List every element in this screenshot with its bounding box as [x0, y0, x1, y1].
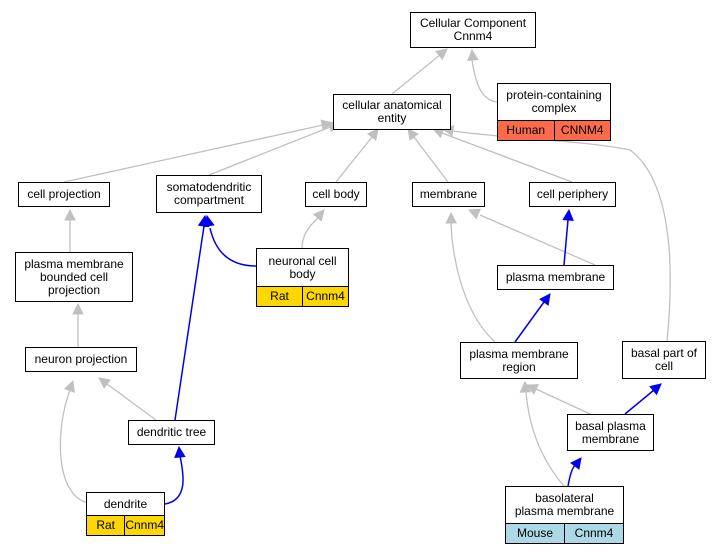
edge-line — [450, 222, 496, 343]
node-label: neuronal cell body — [268, 253, 337, 281]
edge-line — [479, 214, 596, 266]
edge-arrowhead — [519, 380, 532, 393]
node-cell-body[interactable]: cell body — [305, 182, 367, 207]
edge-line — [391, 53, 442, 95]
annotation-row: Mouse Cnnm4 — [506, 523, 623, 543]
node-basal-part-of-cell[interactable]: basal part of cell — [622, 341, 706, 379]
edge-line — [471, 59, 498, 103]
annotation-row: Human CNNM4 — [498, 120, 610, 140]
node-label: Cellular Component Cnnm4 — [419, 16, 527, 43]
node-dendrite[interactable]: dendrite Rat Cnnm4 — [86, 492, 165, 536]
node-neuronal-cell-body[interactable]: neuronal cell body Rat Cnnm4 — [256, 248, 349, 307]
node-dendritic-tree[interactable]: dendritic tree — [128, 420, 215, 445]
edge-line — [563, 219, 569, 266]
edge-line — [441, 132, 573, 183]
node-cell-projection[interactable]: cell projection — [18, 182, 110, 207]
annotation-gene: Cnnm4 — [124, 516, 164, 535]
edge-line — [413, 136, 449, 183]
edge-arrowhead — [525, 384, 539, 395]
node-label: protein-containing complex — [506, 88, 602, 115]
annotation-row: Rat Cnnm4 — [87, 515, 164, 535]
node-label: dendrite — [103, 496, 148, 511]
node-label: membrane — [419, 187, 478, 201]
node-somatodendritic-compartment[interactable]: somatodendritic compartment — [156, 175, 262, 213]
edge-arrowhead — [72, 302, 84, 315]
edge-arrowhead — [312, 209, 325, 222]
edge-arrowhead — [570, 457, 582, 470]
edge-arrowhead — [366, 128, 379, 141]
node-label: neuron projection — [34, 352, 128, 366]
node-basolateral-plasma-membrane[interactable]: basolateral plasma membrane Mouse Cnnm4 — [505, 486, 624, 544]
node-label: basolateral plasma membrane — [514, 491, 615, 518]
node-label: plasma membrane region — [469, 346, 569, 374]
edge-arrowhead — [98, 377, 111, 389]
edge-arrowhead — [197, 214, 210, 228]
annotation-species: Rat — [257, 287, 302, 306]
node-basal-plasma-membrane[interactable]: basal plasma membrane — [567, 414, 654, 451]
edge-line — [174, 225, 205, 421]
annotation-gene: CNNM4 — [553, 121, 610, 140]
edge-line — [208, 126, 331, 176]
annotation-gene: Cnnm4 — [564, 524, 623, 543]
node-label: cellular anatomical entity — [342, 98, 442, 125]
edge-arrowhead — [64, 208, 76, 221]
annotation-species: Rat — [87, 516, 125, 535]
annotation-gene: Cnnm4 — [302, 287, 348, 306]
edge-line — [164, 455, 184, 505]
edge-line — [301, 217, 319, 249]
edge-line — [567, 463, 577, 487]
node-label: cell projection — [27, 187, 101, 201]
annotation-species: Human — [498, 121, 554, 140]
edge-arrowhead — [649, 383, 662, 396]
edge-line — [624, 389, 655, 415]
node-cell-periphery[interactable]: cell periphery — [529, 182, 616, 207]
node-label: basal plasma membrane — [575, 418, 646, 446]
edge-line — [335, 136, 373, 183]
node-label: cell body — [312, 187, 360, 201]
annotation-species: Mouse — [506, 524, 564, 543]
node-label: basal part of cell — [630, 346, 698, 373]
edge-line — [209, 227, 257, 267]
node-label: plasma membrane — [505, 270, 606, 284]
edge-line — [535, 388, 591, 415]
edge-arrowhead — [63, 379, 75, 393]
node-label: cell periphery — [536, 187, 609, 201]
node-protein-containing-complex[interactable]: protein-containing complex Human CNNM4 — [497, 83, 611, 141]
node-label: somatodendritic compartment — [166, 180, 252, 207]
node-label: dendritic tree — [136, 425, 207, 439]
edge-arrowhead — [174, 445, 186, 458]
node-label: plasma membrane bounded cell projection — [24, 256, 124, 297]
annotation-row: Rat Cnnm4 — [257, 286, 348, 306]
edge-line — [106, 383, 157, 421]
edge-line — [525, 391, 565, 487]
node-membrane[interactable]: membrane — [412, 182, 485, 207]
node-plasma-membrane-bounded-cell-projection[interactable]: plasma membrane bounded cell projection — [15, 252, 133, 302]
node-plasma-membrane-region[interactable]: plasma membrane region — [460, 342, 578, 379]
edge-arrowhead — [445, 211, 457, 224]
node-cellular-anatomical-entity[interactable]: cellular anatomical entity — [333, 94, 451, 130]
edge-line — [452, 130, 671, 342]
node-cellular-component[interactable]: Cellular Component Cnnm4 — [410, 12, 536, 48]
edge-arrowhead — [467, 48, 479, 61]
edge-line — [514, 301, 545, 343]
edge-arrowhead — [407, 128, 419, 141]
edge-arrowhead — [539, 293, 551, 306]
edge-line — [63, 124, 324, 183]
node-neuron-projection[interactable]: neuron projection — [25, 347, 137, 372]
edge-arrowhead — [467, 208, 481, 220]
edge-line — [59, 389, 89, 504]
edge-arrowhead — [562, 208, 574, 221]
node-plasma-membrane[interactable]: plasma membrane — [497, 265, 614, 290]
edge-arrowhead — [435, 48, 448, 61]
